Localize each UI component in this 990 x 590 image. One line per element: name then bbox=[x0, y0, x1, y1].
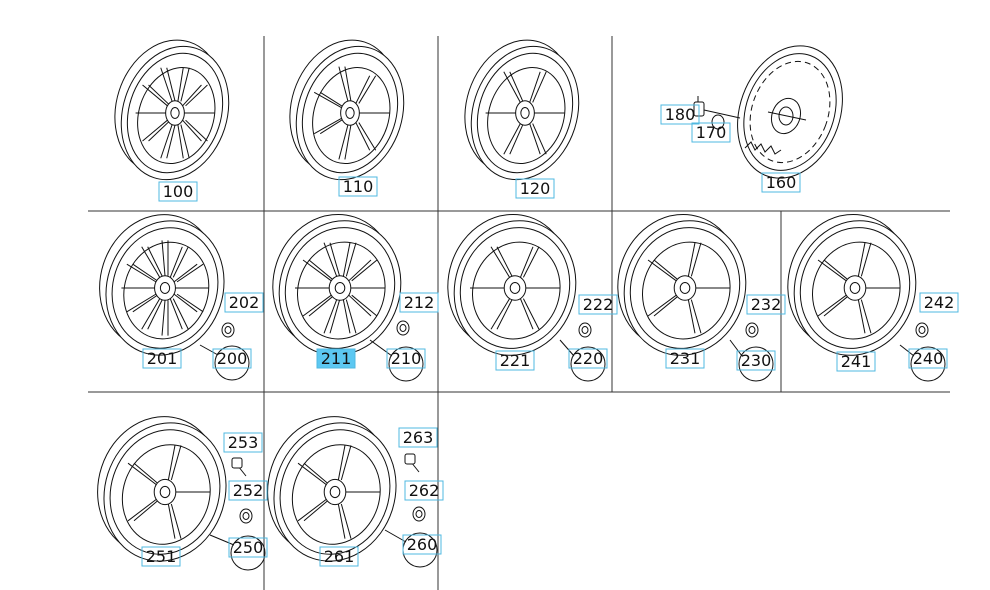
wheel-211-drawing bbox=[272, 213, 402, 356]
part-label-212[interactable]: 212 bbox=[399, 292, 439, 313]
wheel-drawings bbox=[97, 39, 917, 562]
part-label-260[interactable]: 260 bbox=[402, 534, 442, 555]
part-label-160[interactable]: 160 bbox=[761, 172, 801, 193]
part-number: 110 bbox=[343, 177, 374, 196]
wheel-201-drawing bbox=[99, 214, 225, 356]
part-number: 180 bbox=[665, 105, 696, 124]
wheel-120-drawing bbox=[464, 39, 580, 181]
part-number: 220 bbox=[573, 349, 604, 368]
part-number: 222 bbox=[583, 295, 614, 314]
callout-circle-2 bbox=[570, 346, 606, 382]
part-label-202[interactable]: 202 bbox=[224, 292, 264, 313]
part-label-262[interactable]: 262 bbox=[404, 480, 444, 501]
grid-lines bbox=[88, 36, 950, 590]
part-label-170[interactable]: 170 bbox=[691, 122, 731, 143]
callout-circles bbox=[199, 339, 946, 571]
wheel-nut-3 bbox=[745, 322, 759, 338]
part-number: 221 bbox=[500, 351, 531, 370]
part-label-221[interactable]: 221 bbox=[495, 350, 535, 371]
part-number: 242 bbox=[924, 293, 955, 312]
part-label-230[interactable]: 230 bbox=[736, 350, 776, 371]
callout-circle-3 bbox=[738, 346, 774, 382]
wheel-nut-5 bbox=[239, 508, 253, 524]
part-number: 263 bbox=[403, 428, 434, 447]
part-label-252[interactable]: 252 bbox=[228, 480, 268, 501]
part-label-220[interactable]: 220 bbox=[568, 348, 608, 369]
part-label-253[interactable]: 253 bbox=[223, 432, 263, 453]
part-label-242[interactable]: 242 bbox=[919, 292, 959, 313]
callout-circle-0 bbox=[214, 345, 250, 381]
part-number: 120 bbox=[520, 179, 551, 198]
part-number: 211 bbox=[321, 349, 352, 368]
small-parts bbox=[221, 320, 929, 524]
part-label-241[interactable]: 241 bbox=[836, 351, 876, 372]
callout-circle-5 bbox=[230, 535, 266, 571]
part-number: 202 bbox=[229, 293, 260, 312]
part-label-240[interactable]: 240 bbox=[908, 348, 948, 369]
part-number: 201 bbox=[147, 349, 178, 368]
part-number: 252 bbox=[233, 481, 264, 500]
wheel-231-drawing bbox=[617, 213, 747, 356]
part-number: 210 bbox=[391, 349, 422, 368]
part-number: 100 bbox=[163, 182, 194, 201]
wheel-110-drawing bbox=[289, 39, 405, 181]
wheel-nut-1 bbox=[396, 320, 410, 336]
wheel-nut-2 bbox=[578, 322, 592, 338]
callout-circle-1 bbox=[388, 346, 424, 382]
part-number: 250 bbox=[233, 538, 264, 557]
part-label-201[interactable]: 201 bbox=[142, 348, 182, 369]
wheel-nut-6 bbox=[412, 506, 426, 522]
wheel-241-drawing bbox=[787, 213, 917, 356]
wheel-nut-4 bbox=[915, 322, 929, 338]
part-number: 240 bbox=[913, 349, 944, 368]
part-label-210[interactable]: 210 bbox=[386, 348, 426, 369]
wheel-221-drawing bbox=[447, 213, 577, 356]
part-label-200[interactable]: 200 bbox=[212, 348, 252, 369]
valve-stem-1 bbox=[404, 453, 420, 473]
part-number: 241 bbox=[841, 352, 872, 371]
part-number: 230 bbox=[741, 351, 772, 370]
callout-circle-4 bbox=[910, 346, 946, 382]
part-label-222[interactable]: 222 bbox=[578, 294, 618, 315]
part-number: 200 bbox=[217, 349, 248, 368]
part-number: 251 bbox=[146, 547, 177, 566]
part-label-250[interactable]: 250 bbox=[228, 537, 268, 558]
part-label-251[interactable]: 251 bbox=[141, 546, 181, 567]
part-label-263[interactable]: 263 bbox=[398, 427, 438, 448]
valve-stem-0 bbox=[231, 457, 247, 477]
part-number: 170 bbox=[696, 123, 727, 142]
wheel-261-drawing bbox=[267, 416, 397, 562]
part-number: 231 bbox=[670, 349, 701, 368]
wheel-cover-drawing bbox=[693, 45, 843, 179]
part-number: 262 bbox=[409, 481, 440, 500]
part-label-261[interactable]: 261 bbox=[319, 546, 359, 567]
part-label-110[interactable]: 110 bbox=[338, 176, 378, 197]
wheel-251-drawing bbox=[97, 416, 227, 562]
part-label-100[interactable]: 100 bbox=[158, 181, 198, 202]
part-number: 232 bbox=[751, 295, 782, 314]
part-number: 261 bbox=[324, 547, 355, 566]
part-label-232[interactable]: 232 bbox=[746, 294, 786, 315]
part-number: 253 bbox=[228, 433, 259, 452]
part-number: 260 bbox=[407, 535, 438, 554]
part-number: 160 bbox=[766, 173, 797, 192]
wheel-100-drawing bbox=[114, 39, 230, 181]
part-number: 212 bbox=[404, 293, 435, 312]
part-label-180[interactable]: 180 bbox=[660, 104, 700, 125]
part-label-211[interactable]: 211 bbox=[316, 348, 356, 369]
wheel-nut-0 bbox=[221, 322, 235, 338]
part-label-120[interactable]: 120 bbox=[515, 178, 555, 199]
part-label-231[interactable]: 231 bbox=[665, 348, 705, 369]
